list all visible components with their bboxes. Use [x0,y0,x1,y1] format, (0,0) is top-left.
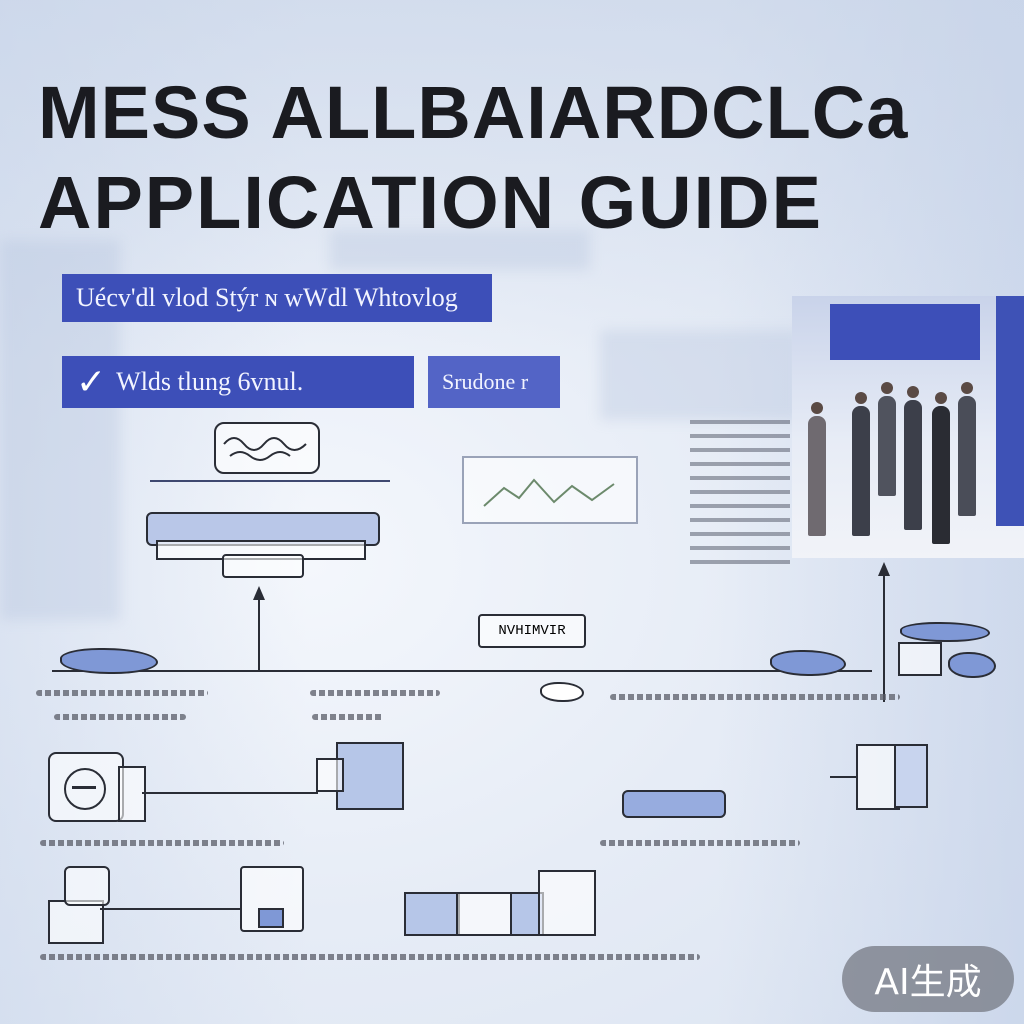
connector-line [142,792,318,794]
caption-line [40,840,284,846]
cloud-blob-icon [900,622,990,642]
chart-line-glyph [483,478,615,507]
caption-line [40,954,700,960]
stack-box [898,642,942,676]
caption-line [54,714,186,720]
check-icon: ✓ [76,361,107,403]
cabinet-icon [856,744,900,810]
cloud-blob-icon [60,648,158,674]
cloud-blob-icon [770,650,846,676]
arrow-head-icon [878,562,890,576]
background-blur-shape [600,330,800,420]
cabinet-side [894,744,928,808]
camera-side-box [118,766,146,822]
container-icon [336,742,404,810]
photo-pillar [996,296,1024,526]
ai-generated-badge: AI生成 [842,946,1014,1012]
printer-top [64,866,110,906]
connector-arrow [258,598,260,670]
top-banner-text: Uécv'dl vlod Stýr ɴ wWdl Whtovlog [76,283,458,312]
monitor-icon [240,866,304,932]
background-chart-panel [462,456,638,524]
side-banner-text: Srudone r [442,369,529,394]
person-figure [904,386,922,530]
person-figure [808,402,826,536]
wave-glyph-icon [223,437,307,461]
person-figure [852,392,870,536]
printer-icon [48,900,104,944]
person-figure [878,382,896,496]
process-node-label: NVHIMVIR [498,623,566,639]
middle-banner: ✓ Wlds tlung 6vnul. [62,356,414,408]
caption-line [36,690,208,696]
caption-line [310,690,440,696]
connector-line [830,776,856,778]
top-banner: Uécv'dl vlod Stýr ɴ wWdl Whtovlog [62,274,492,322]
page-title-line-1: MESS ALLBAIARDCLCa [38,71,909,154]
caption-line [600,840,800,846]
arrow-head-icon [253,586,265,600]
middle-banner-text: Wlds tlung 6vnul. [116,367,304,396]
cloud-blob-icon [948,652,996,678]
tall-crate-icon [538,870,596,936]
background-grid-panel [690,420,790,570]
machine-foot [222,554,304,578]
divider-line [150,480,390,482]
person-figure [932,392,950,544]
caption-line [610,694,900,700]
crate-icon [404,892,460,936]
wave-device-icon [214,422,320,474]
page-title-line-2: APPLICATION GUIDE [38,161,823,244]
connector-line [100,908,240,910]
team-photo [792,296,1024,558]
crate-icon [456,892,514,936]
ai-generated-badge-label: AI生成 [874,962,982,1003]
process-node: NVHIMVIR [478,614,586,648]
connector-arrow [883,574,885,702]
caption-line [312,714,384,720]
side-banner: Srudone r [428,356,560,408]
process-flow-line [52,670,872,672]
tray-icon [622,790,726,818]
camera-icon [48,752,124,822]
photo-sign [830,304,980,360]
cloud-blob-icon [540,682,584,702]
container-tab [316,758,344,792]
background-blur-shape [330,230,590,270]
person-figure [958,382,976,516]
